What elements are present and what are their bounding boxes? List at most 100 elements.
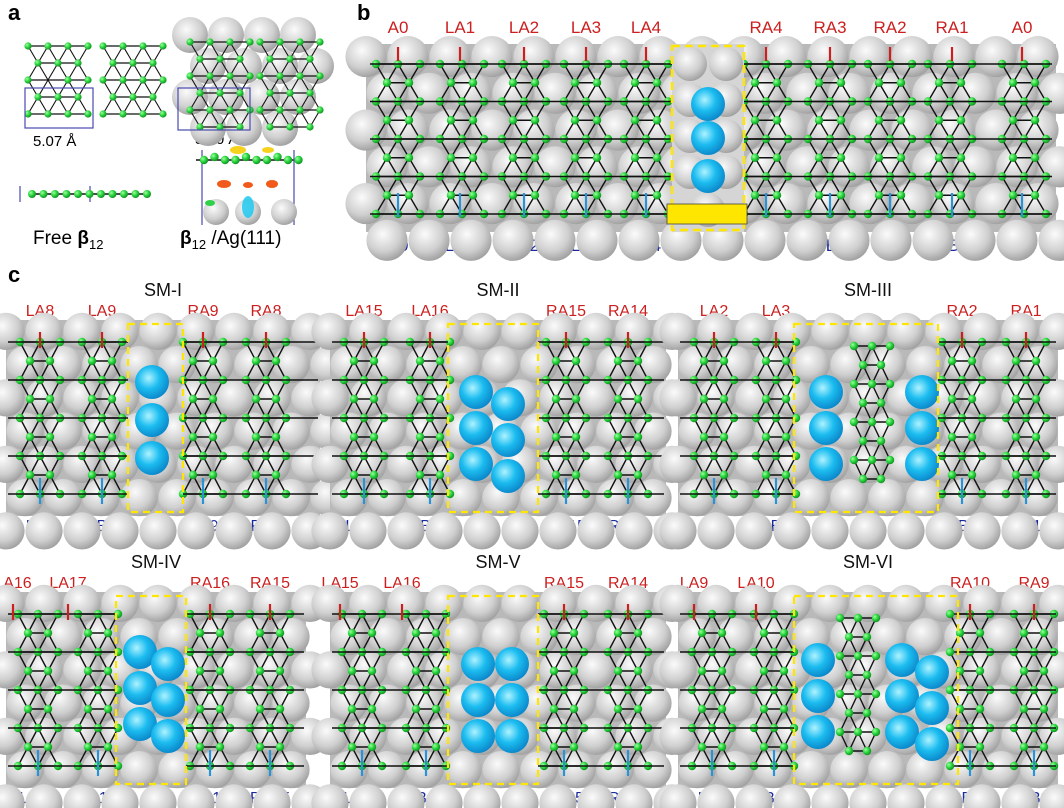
ag-atom: [1020, 618, 1058, 656]
boron-atom: [119, 110, 127, 118]
vacancy-sphere: [885, 715, 919, 749]
ag-atom: [482, 751, 520, 789]
boron-atom: [975, 628, 985, 638]
boron-atom: [814, 191, 824, 200]
ag-atom: [792, 479, 830, 517]
boundary-box: [792, 594, 960, 786]
boron-atom: [316, 72, 324, 80]
boron-atom: [215, 666, 225, 676]
boron-atom: [871, 613, 881, 623]
ag-atom: [735, 784, 773, 808]
boron-atom: [83, 704, 93, 714]
boron-atom: [867, 455, 877, 465]
vacancy-sphere: [885, 679, 919, 713]
boron-atom: [206, 106, 214, 114]
caption-ag-suffix: /Ag(111): [206, 228, 282, 249]
boron-atom: [195, 704, 205, 714]
boron-atom: [844, 708, 854, 718]
boron-atom: [64, 76, 72, 84]
ag-atom: [849, 651, 887, 689]
boron-atom: [844, 746, 854, 756]
ag-atom: [387, 183, 429, 225]
borophene-column: [539, 609, 589, 771]
vacancy-sphere: [461, 647, 495, 681]
boron-atom: [1030, 78, 1040, 87]
ag-atom: [280, 17, 316, 53]
boron-atom: [947, 432, 957, 442]
boron-atom: [896, 78, 906, 87]
vacancy-sphere: [151, 683, 185, 717]
boron-atom: [862, 746, 872, 756]
ag-atom: [1001, 784, 1039, 808]
ag-atom: [709, 47, 743, 81]
ag-atom: [482, 346, 520, 384]
ag-atom: [349, 784, 387, 808]
panel-b-graphic: [345, 36, 1064, 261]
boron-atom: [874, 116, 884, 125]
ag-atom: [463, 584, 501, 623]
vacancy-sphere: [905, 411, 939, 445]
vacancy-sphere: [905, 375, 939, 409]
lattice-constant-free: 5.07 Å: [33, 133, 77, 150]
vacancy-sphere: [495, 647, 529, 681]
boron-atom: [858, 436, 868, 446]
boron-atom: [750, 191, 760, 200]
ag-atom: [444, 618, 482, 656]
ag-atom: [982, 751, 1020, 789]
vacancy-sphere: [915, 727, 949, 761]
boron-atom: [25, 432, 35, 442]
top-label-RA3: RA3: [813, 18, 847, 37]
boron-atom: [143, 190, 151, 198]
caption-ag-beta: β: [180, 228, 192, 249]
ag-atom: [272, 479, 310, 517]
ag-atom: [659, 445, 697, 484]
free-beta12-side: [19, 186, 151, 202]
ag-atom: [387, 312, 425, 351]
boron-atom: [874, 78, 884, 87]
vacancy-sphere: [809, 375, 843, 409]
ag-atom: [253, 651, 291, 689]
boron-atom: [934, 78, 944, 87]
boron-atom: [404, 116, 414, 125]
ag-atom: [0, 784, 25, 808]
boron-atom: [967, 356, 977, 366]
boron-atom: [43, 628, 53, 638]
caption-free-beta12: Free β12: [33, 228, 103, 252]
boron-atom: [885, 379, 895, 389]
boron-atom: [549, 628, 559, 638]
ag-atom: [0, 651, 25, 689]
boron-atom: [858, 398, 868, 408]
boron-atom: [849, 379, 859, 389]
ag-atom: [215, 717, 253, 756]
boron-atom: [87, 470, 97, 480]
boron-atom: [836, 191, 846, 200]
boron-atom: [109, 59, 117, 67]
boron-atom: [613, 470, 623, 480]
boron-atom: [761, 432, 771, 442]
ag-atom: [868, 751, 906, 789]
boron-atom: [85, 190, 94, 198]
ag-atom: [463, 312, 501, 351]
ag-atom: [673, 47, 707, 81]
ag-atom: [44, 412, 82, 450]
ag-atom: [577, 651, 615, 689]
ag-atom: [773, 784, 811, 808]
boron-atom: [814, 153, 824, 162]
ag-atom: [501, 512, 539, 550]
boron-atom: [347, 742, 357, 752]
boron-atom: [896, 153, 906, 162]
ag-atom: [25, 312, 63, 351]
boron-atom: [844, 632, 854, 642]
top-label-LA3: LA3: [570, 18, 602, 37]
boron-atom: [652, 116, 662, 125]
ag-atom: [253, 512, 291, 550]
subpanel-3: [659, 312, 1064, 550]
ag-atom: [425, 584, 463, 623]
boron-atom: [45, 394, 55, 404]
ag-atom: [887, 312, 925, 351]
boron-atom: [835, 689, 845, 699]
ag-atom: [1039, 784, 1064, 808]
boron-atom: [411, 666, 421, 676]
boron-atom: [549, 742, 559, 752]
boron-atom: [759, 628, 769, 638]
